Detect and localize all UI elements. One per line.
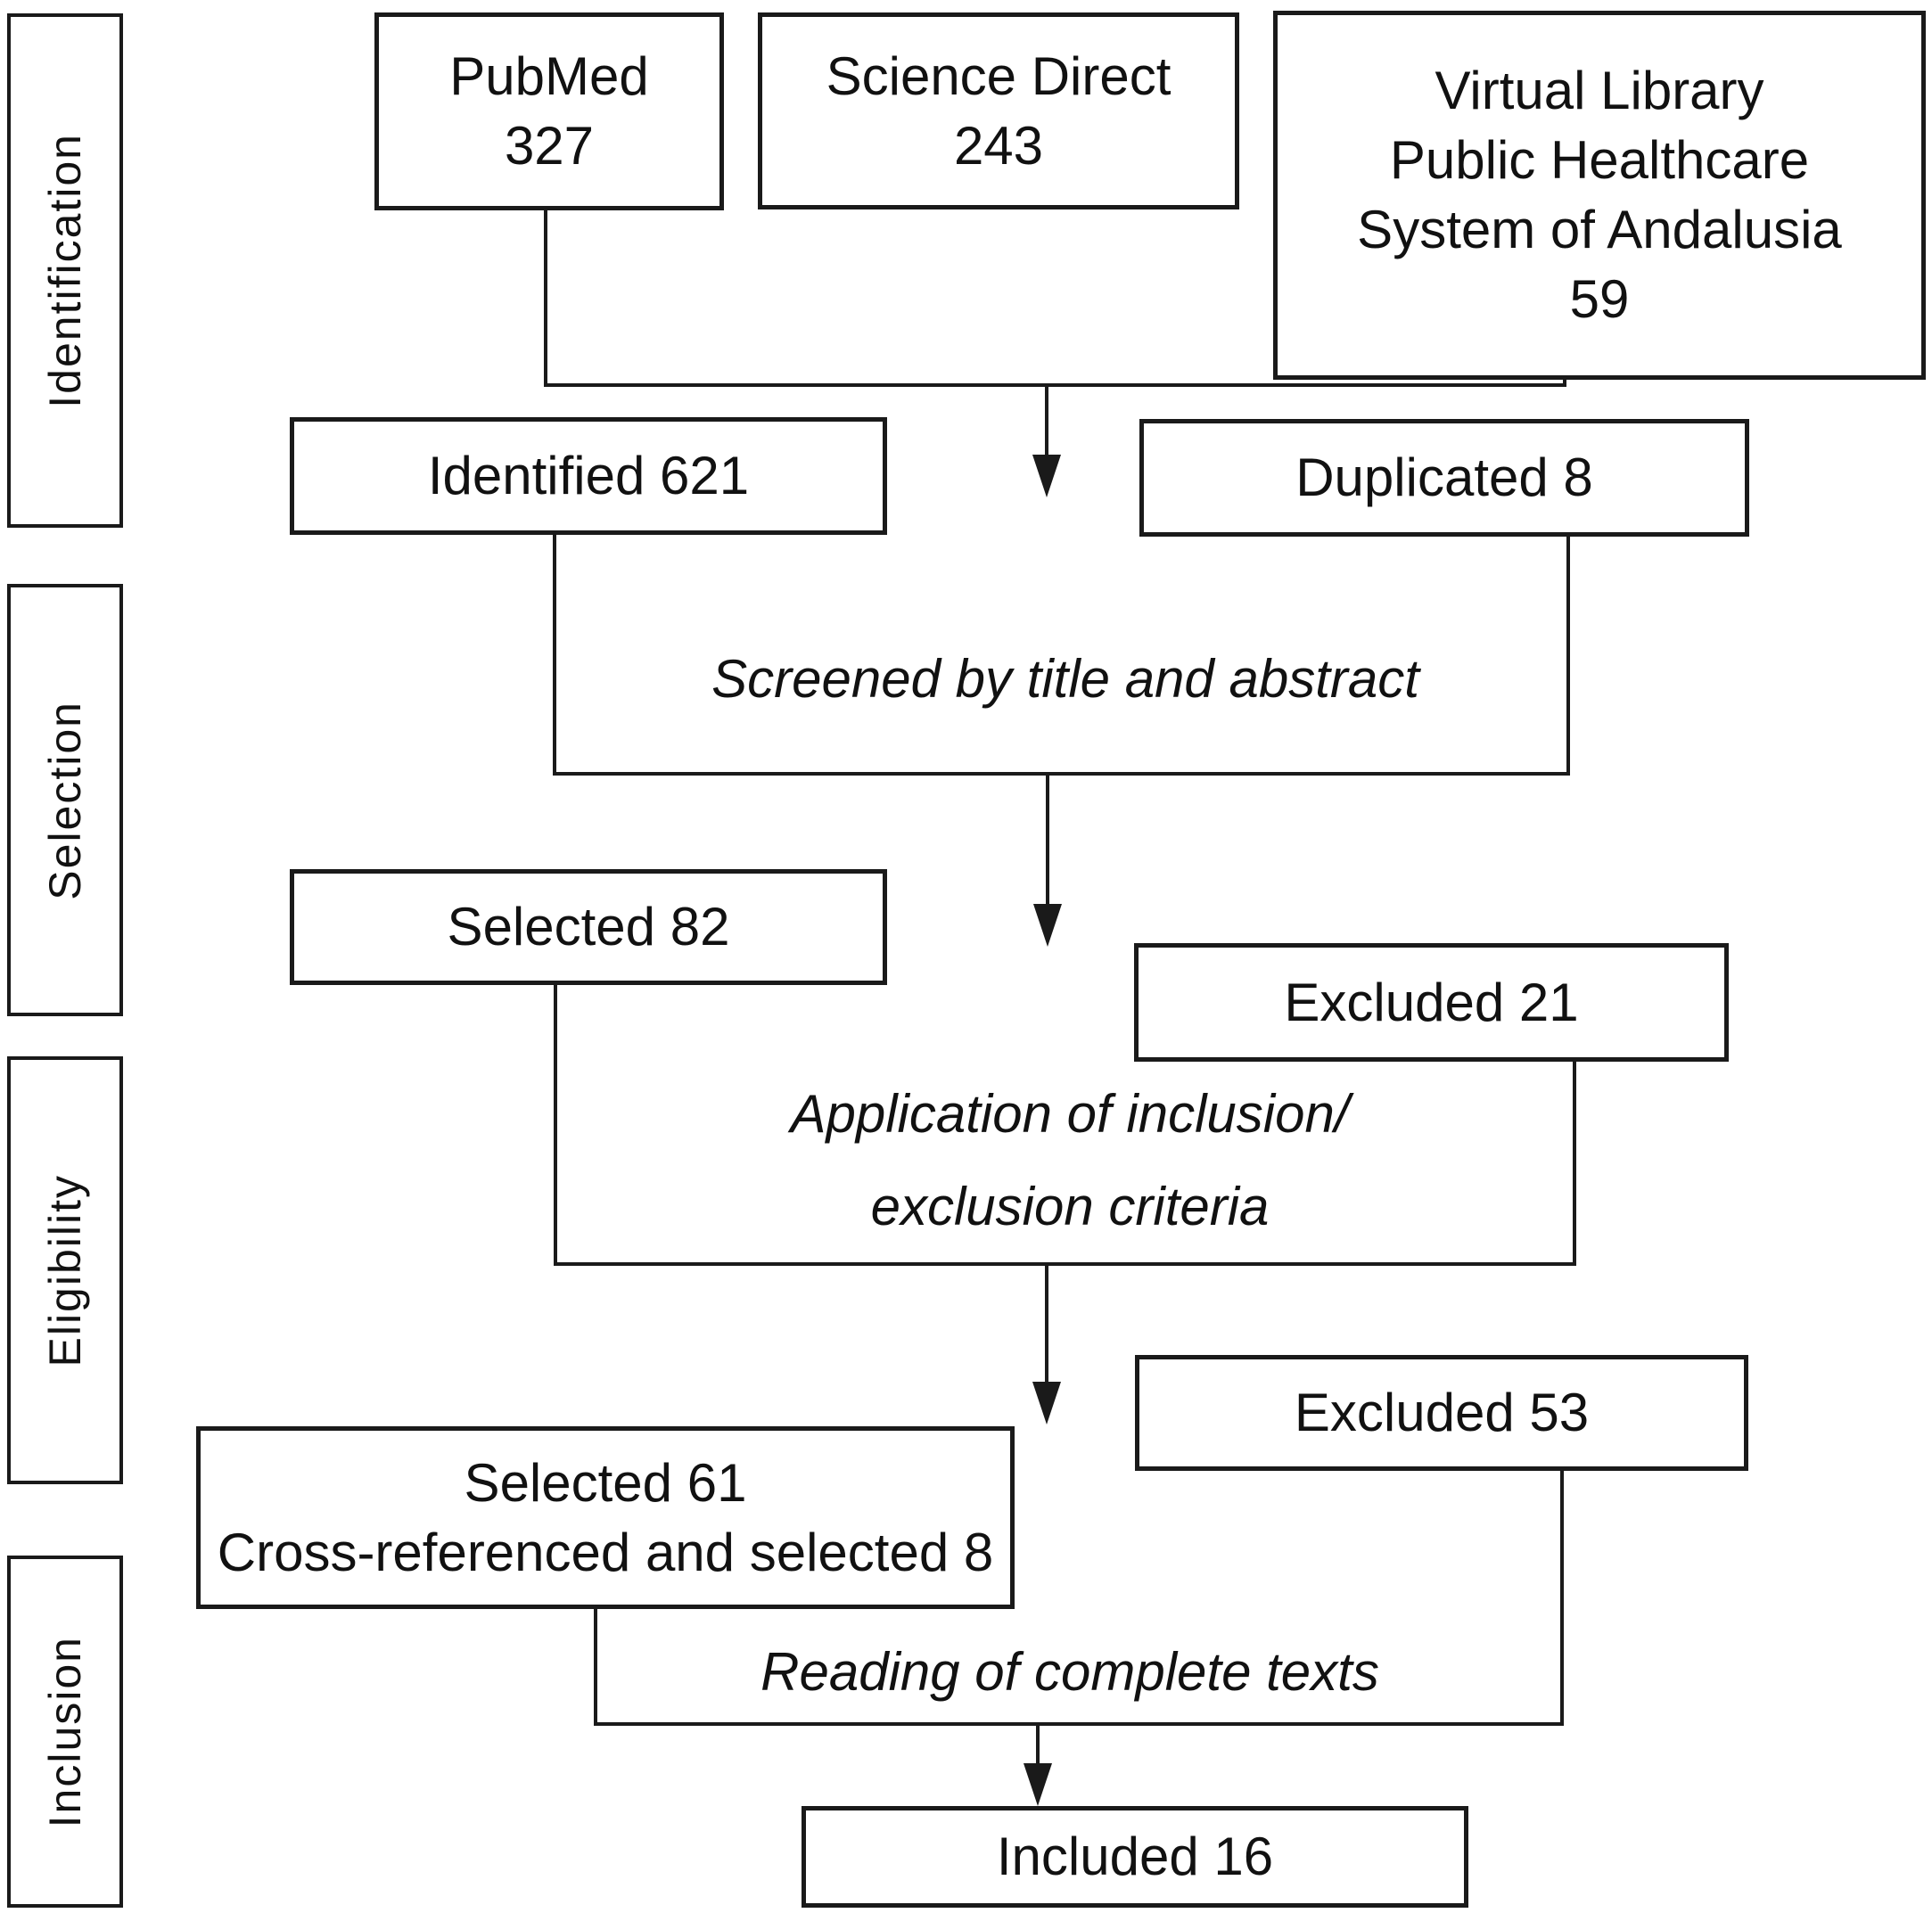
node-virtual-library-line2: Public Healthcare [1389,130,1810,190]
connector-excluded53-down [1560,1469,1564,1726]
node-pubmed-name: PubMed [449,46,649,106]
node-selected-61-line2: Cross-referenced and selected 8 [217,1522,994,1582]
node-identified-label: Identified 621 [427,446,750,505]
process-label-application-line1: Application of inclusion/ [790,1084,1350,1144]
phase-box-identification: Identification [7,13,123,528]
node-science-direct-name: Science Direct [826,45,1172,106]
phase-label-eligibility: Eligibility [40,1173,90,1367]
arrow-down-icon-2 [1033,904,1062,947]
node-identified: Identified 621 [290,417,887,535]
phase-label-identification: Identification [40,133,90,408]
node-virtual-library-line3: System of Andalusia [1357,200,1842,259]
connector-screen-line [553,772,1570,776]
process-label-screened: Screened by title and abstract [711,649,1419,709]
process-label-application: Application of inclusion/ exclusion crit… [553,1068,1587,1253]
connector-arrow2-stem [1046,776,1049,907]
connector-selected82-down [554,983,557,1266]
connector-pubmed-down [544,210,547,387]
connector-identified-down [553,533,556,776]
connector-virtual-library-stub [1563,378,1566,387]
node-selected-82-label: Selected 82 [447,897,730,956]
connector-arrow3-stem [1045,1266,1048,1385]
connector-reading-line [594,1722,1564,1726]
process-label-reading: Reading of complete texts [760,1642,1379,1702]
arrow-down-icon-3 [1032,1382,1061,1424]
connector-merge-line [544,383,1566,387]
node-science-direct: Science Direct 243 [758,12,1239,209]
node-virtual-library: Virtual Library Public Healthcare System… [1273,11,1926,380]
node-selected-61: Selected 61 Cross-referenced and selecte… [196,1426,1015,1609]
connector-arrow1-stem [1045,387,1048,458]
node-included-16-label: Included 16 [996,1827,1274,1886]
phase-box-selection: Selection [7,584,123,1016]
phase-box-eligibility: Eligibility [7,1056,123,1484]
node-virtual-library-count: 59 [1569,269,1630,329]
node-excluded-21: Excluded 21 [1134,943,1729,1062]
node-selected-61-line1: Selected 61 [464,1452,747,1513]
node-duplicated-label: Duplicated 8 [1295,447,1593,507]
node-pubmed-count: 327 [504,116,595,176]
node-selected-82: Selected 82 [290,869,887,985]
connector-criteria-line [554,1262,1576,1266]
process-label-application-line2: exclusion criteria [870,1177,1270,1236]
node-virtual-library-line1: Virtual Library [1435,61,1764,120]
node-pubmed: PubMed 327 [374,12,724,210]
arrow-down-icon-4 [1024,1763,1052,1806]
phase-label-inclusion: Inclusion [40,1635,90,1828]
node-excluded-53: Excluded 53 [1135,1355,1748,1471]
connector-duplicated-down [1566,535,1570,776]
connector-arrow4-stem [1036,1726,1040,1767]
connector-selected61-down [594,1607,597,1726]
node-included-16: Included 16 [802,1806,1468,1908]
connector-excluded21-down [1573,1060,1576,1266]
node-duplicated: Duplicated 8 [1139,419,1749,537]
node-science-direct-count: 243 [953,115,1044,176]
phase-box-inclusion: Inclusion [7,1556,123,1908]
phase-label-selection: Selection [40,700,90,900]
node-excluded-53-label: Excluded 53 [1294,1383,1590,1442]
node-excluded-21-label: Excluded 21 [1284,972,1579,1032]
arrow-down-icon-1 [1032,455,1061,497]
